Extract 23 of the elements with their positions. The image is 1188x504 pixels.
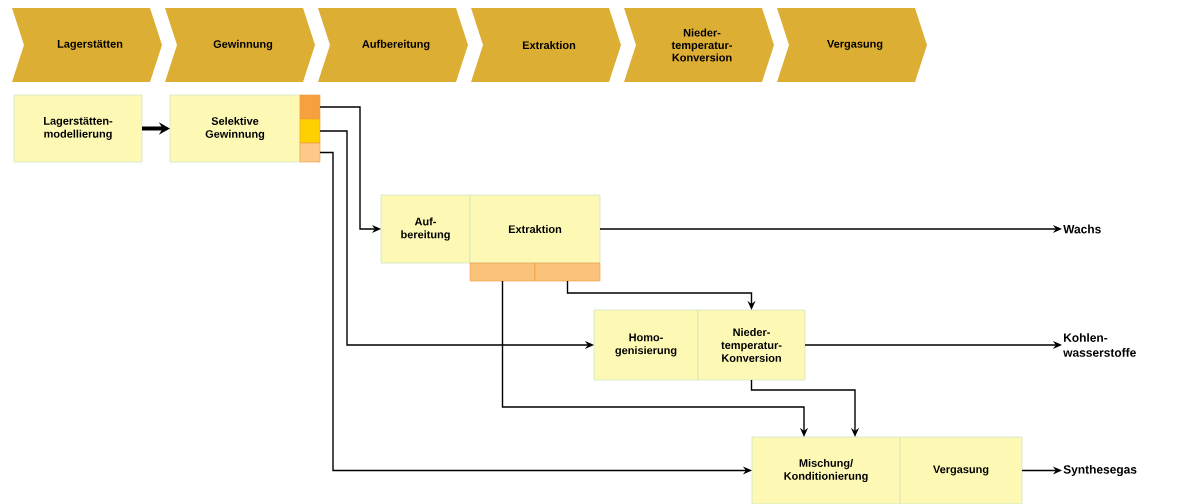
process-box: Homo- genisierung — [593, 309, 699, 381]
process-box: Mischung/ Konditionierung — [751, 436, 901, 504]
chevron-band: Extraktion — [471, 8, 621, 82]
chevron-band: Nieder- temperatur- Konversion — [624, 8, 774, 82]
chevron-band: Aufbereitung — [318, 8, 468, 82]
product-label: Wachs — [1063, 224, 1101, 234]
process-box: Nieder- temperatur- Konversion — [697, 309, 806, 381]
output-bar — [469, 262, 536, 282]
filler-square — [299, 94, 321, 120]
product-label: Synthesegas — [1063, 464, 1137, 477]
filler-square — [299, 118, 321, 144]
chevron-band: Vergasung — [777, 8, 927, 82]
product-label: Kohlen- wasserstoffe — [1063, 333, 1136, 357]
process-box: Vergasung — [899, 436, 1023, 504]
filler-square — [299, 142, 321, 163]
output-bar — [534, 262, 601, 282]
process-box: Auf- bereitung — [380, 194, 471, 264]
node-label: Mischung/ Konditionierung — [784, 458, 868, 483]
chevron-band: Lagerstätten — [12, 8, 162, 82]
chevron-band: Gewinnung — [165, 8, 315, 82]
process-box: Lagerstätten- modellierung — [13, 94, 143, 163]
process-box: Selektive Gewinnung — [169, 94, 301, 163]
process-box: Extraktion — [469, 194, 601, 264]
